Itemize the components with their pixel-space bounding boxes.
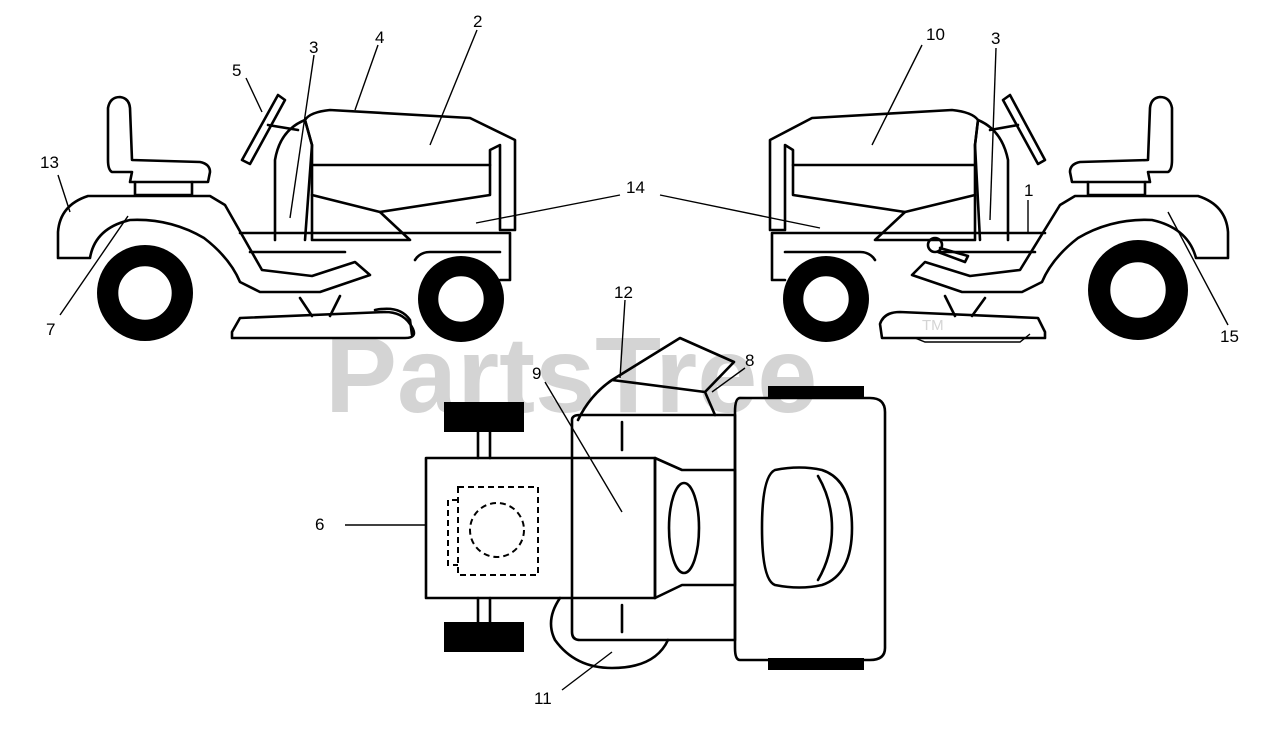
lever-right [936,246,970,264]
steering-right [988,93,1047,166]
leader-12 [619,299,626,379]
callout-9: 9 [532,364,541,383]
leader-13 [57,174,71,213]
steering-top [667,481,701,575]
lever-knob-right [926,236,944,254]
callout-10: 10 [926,25,945,44]
callout-4: 4 [375,28,384,47]
hood-right [768,108,980,242]
engine-circle-top [469,502,525,558]
steering-left [240,93,300,166]
callout-3-right: 3 [991,29,1000,48]
leader-4 [354,44,379,111]
hood-left [303,108,517,242]
callout-14: 14 [626,178,645,197]
seat-back-top [816,474,834,582]
leader-11 [561,651,613,691]
leader-5 [245,77,263,113]
callout-2: 2 [473,12,482,31]
engine-outline-top [457,486,539,576]
frame-left [238,231,512,282]
front-hub-left [435,273,487,325]
front-tire-top-upper [444,402,524,432]
hood-line-left [310,163,492,214]
rear-body-top [733,396,887,662]
tractor-right-view [768,93,1230,343]
engine-bracket-top [447,499,458,566]
seat-top [760,466,854,589]
leader-14b [659,194,821,229]
hood-line-right [791,163,977,214]
dash-tower-left [273,118,314,242]
leader-3-left [289,54,315,219]
deck-link-right [943,294,987,318]
callout-13: 13 [40,153,59,172]
watermark-tm: TM [922,317,944,334]
deck-top-lower [549,596,670,670]
deck-link-left [298,294,342,318]
fender-right [910,194,1230,294]
leader-10 [871,44,923,146]
callout-11: 11 [534,689,552,708]
seat-left [106,95,212,184]
callout-12: 12 [614,283,633,302]
callout-3-left: 3 [309,38,318,57]
seat-right [1068,95,1174,184]
leader-15 [1167,211,1229,326]
front-axle-top [476,430,492,624]
leader-2 [429,29,478,146]
leader-lines [57,29,1229,691]
seat-base-right [1086,180,1147,197]
deck-chute-right [914,333,1031,343]
hood-top [424,456,657,600]
tractor-left-view [56,93,517,342]
leader-3-right [989,47,997,221]
leader-7 [59,215,129,316]
fender-left [56,194,372,294]
callout-6: 6 [315,515,324,534]
chute-left [373,307,414,337]
front-hub-right [800,273,852,325]
tractor-top-view [424,336,887,670]
deck-right [878,310,1047,340]
rear-tire-top-upper [768,386,864,398]
dash-top [653,456,737,600]
leader-14a [475,194,621,224]
callout-numbers: 13 7 5 3 4 2 14 10 3 1 15 12 8 9 6 11 [40,12,1239,708]
callout-5: 5 [232,61,241,80]
callout-8: 8 [745,351,754,370]
callout-15: 15 [1220,327,1239,346]
rear-hub-right [1107,259,1169,321]
dash-tower-right [973,118,1010,242]
rear-hub-left [115,263,175,323]
front-tire-top-lower [444,622,524,652]
watermark-text: PartsTree [325,314,817,435]
seat-base-left [133,180,194,197]
callout-1: 1 [1024,181,1033,200]
mid-body-top [570,413,737,642]
leader-9 [544,381,623,513]
callout-7: 7 [46,320,55,339]
leader-8 [711,367,746,393]
